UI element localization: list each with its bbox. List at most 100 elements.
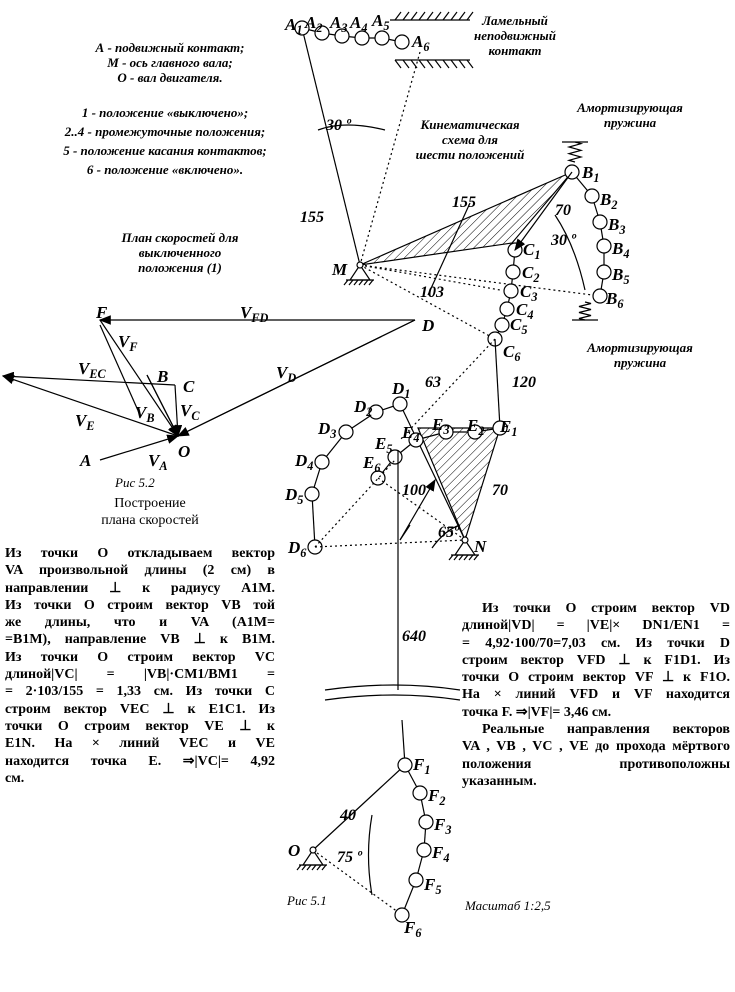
angle-arc-75 (367, 814, 373, 896)
legend-line: М - ось главного вала; (107, 55, 233, 70)
label-f1: F1 (412, 755, 430, 777)
vector-va (99, 434, 180, 461)
plan-label-vb: VB (135, 403, 155, 425)
note-line: Амортизирующая (587, 340, 693, 355)
plan-label-d: D (421, 316, 434, 335)
label-main: E (374, 434, 386, 453)
joint-b (592, 288, 608, 304)
ground-hatch (448, 554, 454, 561)
joint-d (338, 424, 354, 440)
label-main: F (433, 815, 446, 834)
link-m-c6 (359, 264, 496, 340)
joint-a (294, 20, 310, 36)
legend-line: 1 - положение «выключено»; (81, 105, 249, 120)
joint-a (334, 28, 350, 44)
label-main: A (349, 13, 361, 32)
label-main: F (403, 918, 416, 937)
label-main: M (331, 260, 348, 279)
label-d1: D1 (391, 379, 410, 401)
label-main: 103 (420, 284, 444, 301)
dimension-l40: 40 (339, 807, 356, 824)
scale-caption: Масштаб 1:2,5 (465, 898, 551, 913)
legend-line: 6 - положение «включено». (86, 162, 244, 177)
joint-f (416, 842, 432, 858)
plan-label-vc: VC (180, 401, 200, 423)
text-line: длиной|VC| = |VB|·CM1/BM1 = (5, 667, 275, 683)
label-c1: C1 (523, 240, 540, 262)
plan-label-vd: VD (276, 363, 296, 385)
label-main: F (427, 786, 440, 805)
spring-bottom-icon (578, 301, 592, 321)
label-subscript: 6 (300, 546, 307, 560)
label-subscript: 3 (340, 21, 347, 35)
dimension-l63: 63 (425, 374, 441, 391)
ground-hatch (296, 864, 302, 871)
text-line: точки O строим вектор VF ⊥ к F1O. (462, 670, 730, 686)
ground-hatch (348, 279, 354, 286)
label-a2: A2 (304, 13, 322, 35)
label-main: N (473, 537, 487, 556)
dimension-angle_65: 65º (438, 524, 460, 541)
label-main: V (75, 411, 88, 430)
label-a1: A1 (284, 15, 302, 37)
pivot-joint (356, 261, 364, 269)
text-line: точка F. ⇒|VF|= 3,46 см. (462, 704, 612, 720)
label-main: B (599, 190, 611, 209)
label-main: F (431, 843, 444, 862)
label-main: A (284, 15, 296, 34)
joint-b (596, 238, 612, 254)
label-e4: E4 (401, 423, 419, 445)
label-subscript: 4 (622, 247, 629, 261)
link-m-c (359, 264, 501, 291)
note-line: Амортизирующая (577, 100, 683, 115)
ground-hatch (301, 864, 307, 871)
label-subscript: 2 (438, 794, 445, 808)
legend-line: 2..4 - промежуточные положения; (64, 124, 266, 139)
text-line: точки O строим вектор VE ⊥ к (5, 718, 275, 734)
link-o-f1 (312, 764, 406, 851)
label-main: D (284, 485, 297, 504)
label-subscript: 5 (435, 883, 441, 897)
label-main: B (605, 289, 617, 308)
label-d4: D4 (294, 451, 313, 473)
label-main: D (317, 419, 330, 438)
label-subscript: 2 (315, 21, 322, 35)
note-line: Ламельный (482, 13, 548, 28)
label-subscript: 2 (532, 271, 539, 285)
joint-b (584, 188, 600, 204)
lamellar-hatch (466, 11, 474, 21)
lamellar-hatch (450, 11, 458, 21)
label-main: F (423, 875, 436, 894)
label-subscript: 4 (412, 431, 419, 445)
label-b3: B3 (607, 215, 625, 237)
lamellar-hatch (442, 59, 450, 69)
joint-c (505, 264, 521, 280)
label-main: A (329, 13, 341, 32)
label-main: 65º (438, 524, 460, 541)
lamellar-hatch (402, 59, 410, 69)
label-b4: B4 (611, 239, 629, 261)
plan-label-vec: VEC (78, 359, 107, 381)
label-subscript: F (128, 340, 137, 354)
vector-vf (99, 319, 179, 437)
link-o-f6 (312, 849, 403, 916)
lamellar-hatch (450, 59, 458, 69)
label-c3: C3 (520, 282, 537, 304)
ground-hatch (473, 554, 479, 561)
label-main: 70 (555, 202, 571, 219)
lamellar-hatch (458, 59, 466, 69)
note-line: пружина (613, 355, 667, 370)
label-subscript: 1 (534, 248, 540, 262)
label-d3: D3 (317, 419, 336, 441)
label-main: 640 (402, 628, 426, 645)
label-f4: F4 (431, 843, 449, 865)
label-main: V (148, 451, 161, 470)
lamellar-hatch (410, 11, 418, 21)
link-d6-e (314, 459, 396, 548)
label-c4: C4 (516, 300, 533, 322)
caption-line: плана скоростей (101, 513, 199, 528)
plan-label-vfd: VFD (240, 303, 269, 325)
vector-vec (1, 371, 176, 386)
label-subscript: D (286, 371, 296, 385)
label-subscript: C (191, 409, 200, 423)
